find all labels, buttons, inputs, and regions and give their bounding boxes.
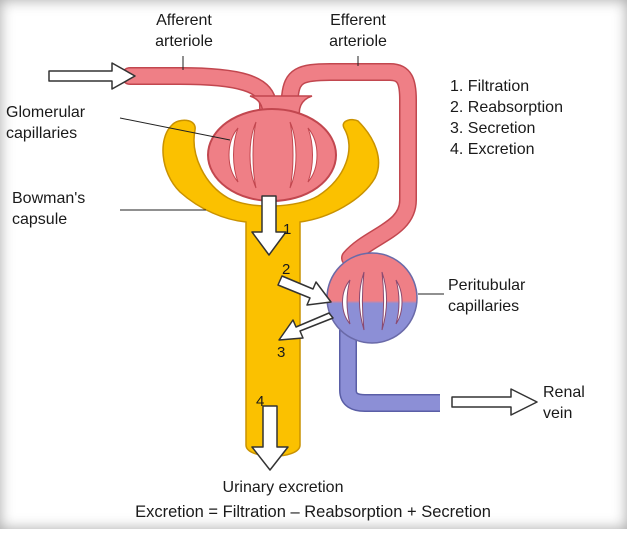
renal-vein-label-line1: Renal: [543, 384, 585, 401]
step-marker-4: 4: [256, 393, 264, 410]
step-marker-3: 3: [277, 344, 285, 361]
process-list-item-3: 3. Secretion: [450, 120, 535, 137]
inflow-arrow-icon: [49, 63, 135, 89]
bowmans-capsule-label-line2: capsule: [12, 211, 67, 228]
efferent-arteriole-label-line2: arteriole: [329, 33, 387, 50]
process-list-item-1: 1. Filtration: [450, 78, 529, 95]
renal-vein-outflow-arrow-icon: [452, 389, 537, 415]
excretion-equation: Excretion = Filtration – Reabsorption + …: [135, 503, 491, 521]
process-list-item-4: 4. Excretion: [450, 141, 534, 158]
process-list-item-2: 2. Reabsorption: [450, 99, 563, 116]
afferent-arteriole-label-line1: Afferent: [156, 12, 212, 29]
urinary-excretion-label: Urinary excretion: [223, 479, 344, 496]
efferent-arteriole-label-line1: Efferent: [330, 12, 386, 29]
peritubular-capillaries-ball: [327, 253, 417, 343]
step-marker-1: 1: [283, 221, 291, 238]
afferent-arteriole-label-line2: arteriole: [155, 33, 213, 50]
glomerular-capillaries-label-line2: capillaries: [6, 125, 77, 142]
step-marker-2: 2: [282, 261, 290, 278]
bowmans-capsule-label-line1: Bowman's: [12, 190, 85, 207]
peritubular-capillaries-label-line1: Peritubular: [448, 277, 526, 294]
renal-vein-label-line2: vein: [543, 405, 572, 422]
peritubular-capillaries-label-line2: capillaries: [448, 298, 519, 315]
glomerular-capillaries-label-line1: Glomerular: [6, 104, 86, 121]
